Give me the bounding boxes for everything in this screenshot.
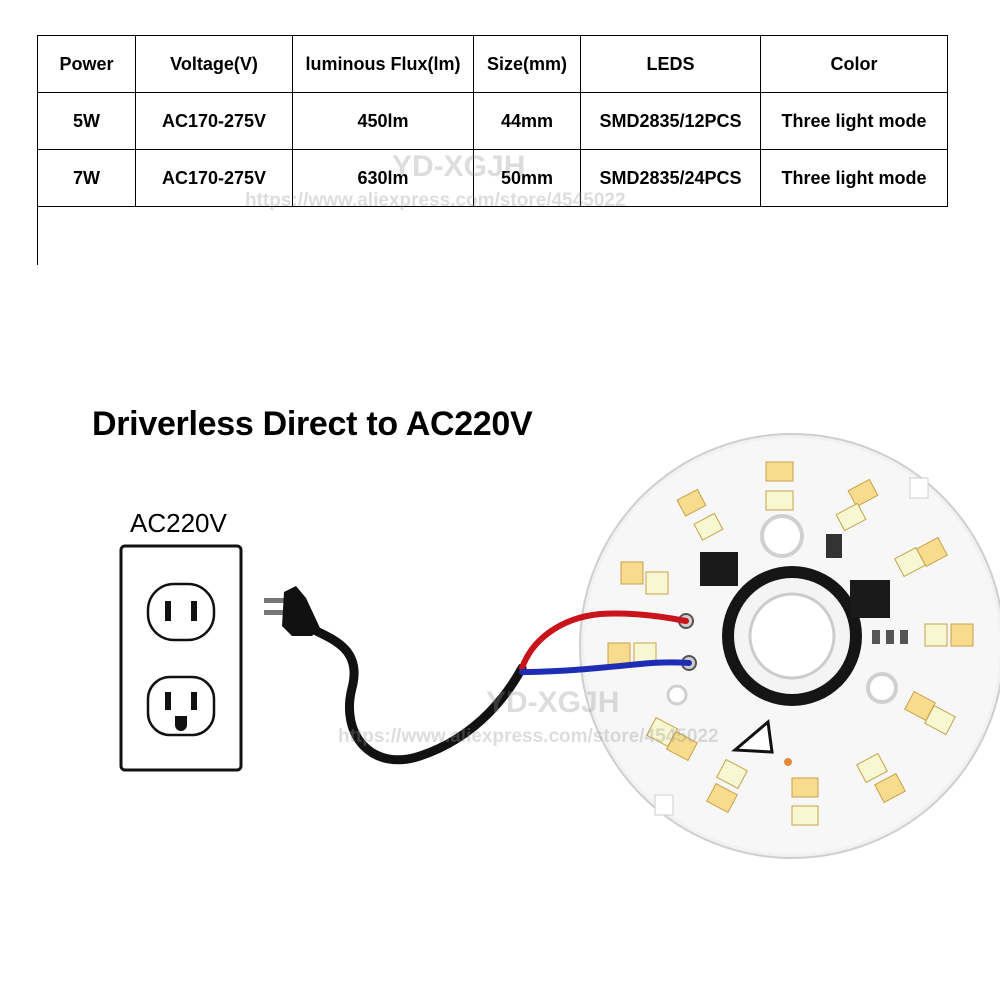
table-row: 7W AC170-275V 630lm 50mm SMD2835/24PCS T… [37, 149, 948, 207]
column-header-power: Power [37, 35, 136, 93]
wire-negative [519, 659, 692, 675]
cell-luminous-flux: 450lm [292, 92, 474, 150]
cell-color: Three light mode [760, 149, 948, 207]
cell-voltage: AC170-275V [135, 92, 293, 150]
diagram-title: Driverless Direct to AC220V [92, 405, 533, 443]
cell-voltage: AC170-275V [135, 149, 293, 207]
table-row: 5W AC170-275V 450lm 44mm SMD2835/12PCS T… [37, 92, 948, 150]
cell-color: Three light mode [760, 92, 948, 150]
wire-positive [519, 610, 689, 671]
column-header-size: Size(mm) [473, 35, 581, 93]
column-header-color: Color [760, 35, 948, 93]
power-plug-icon [264, 586, 320, 636]
wall-outlet-icon [119, 544, 243, 772]
table-header-row: Power Voltage(V) luminous Flux(lm) Size(… [37, 35, 948, 93]
empty-cell [135, 206, 948, 265]
cell-power: 5W [37, 92, 136, 150]
led-board-icon [579, 433, 1000, 859]
cell-luminous-flux: 630lm [292, 149, 474, 207]
table-empty-row [37, 206, 948, 265]
cell-size: 44mm [473, 92, 581, 150]
cell-leds: SMD2835/12PCS [580, 92, 761, 150]
empty-cell [37, 206, 136, 265]
cell-size: 50mm [473, 149, 581, 207]
column-header-voltage: Voltage(V) [135, 35, 293, 93]
cell-leds: SMD2835/24PCS [580, 149, 761, 207]
spec-table: Power Voltage(V) luminous Flux(lm) Size(… [37, 35, 948, 265]
outlet-label: AC220V [130, 508, 227, 538]
power-cord [305, 623, 527, 765]
